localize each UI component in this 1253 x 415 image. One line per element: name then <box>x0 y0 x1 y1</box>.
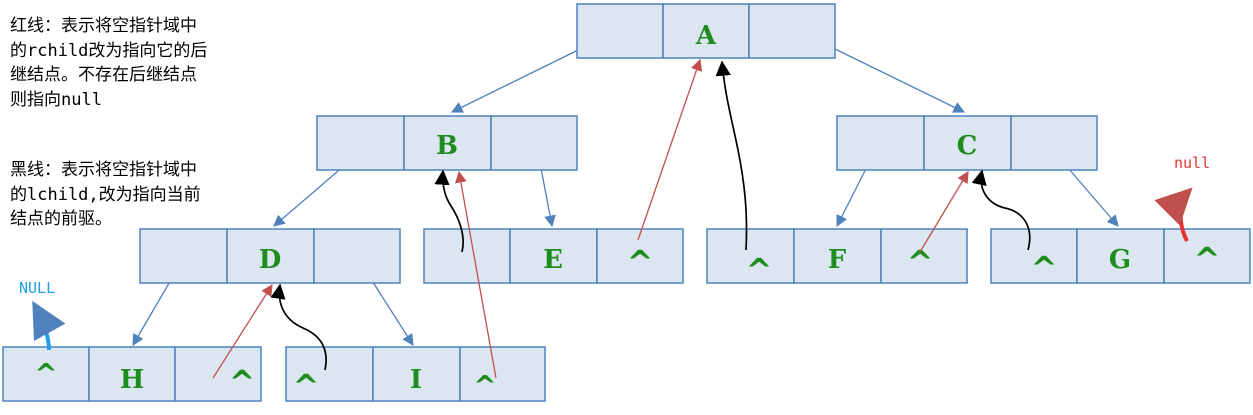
node-c: C <box>836 115 1098 171</box>
node-b-label: B <box>436 131 458 161</box>
node-e-right-null-mark: ^ <box>627 243 654 281</box>
node-f-left-null-mark: ^ <box>746 251 773 289</box>
legend-red-line-1: 红线：表示将空指针域中 <box>10 16 197 36</box>
legend-successor-thread: 红线：表示将空指针域中 的rchild改为指向它的后 继结点。不存在后继结点 则… <box>10 14 280 112</box>
node-d-right-cell <box>313 228 401 284</box>
node-f-label: F <box>828 245 847 275</box>
node-a-right-cell <box>748 3 836 59</box>
node-g-left-null-mark: ^ <box>1031 249 1058 287</box>
node-i-data-cell <box>372 346 461 402</box>
node-h-right-null-mark: ^ <box>229 363 256 401</box>
node-g: G ^ ^ <box>990 228 1251 287</box>
node-f-right-null-mark: ^ <box>907 243 934 281</box>
legend-black-line-3: 结点的前驱。 <box>10 209 112 229</box>
thread-e-to-b <box>434 169 464 253</box>
node-i-left-cell <box>285 346 374 402</box>
thread-i-to-d <box>270 283 327 371</box>
node-b: B <box>316 115 578 171</box>
node-e-left-cell <box>423 228 511 284</box>
node-a: A <box>576 3 836 59</box>
node-d-data-cell <box>226 228 315 284</box>
thread-f-to-a <box>715 60 748 251</box>
node-e-right-cell <box>596 228 684 284</box>
node-d: D <box>139 228 401 284</box>
null-label-lower: null <box>1174 154 1211 172</box>
thread-h-to-null <box>32 300 66 351</box>
node-b-right-cell <box>490 115 578 171</box>
node-f-right-cell <box>880 228 968 284</box>
node-h-data-cell <box>88 346 176 402</box>
thread-e-to-a <box>637 58 703 241</box>
node-h: H ^ ^ <box>2 346 262 402</box>
node-a-label: A <box>695 21 717 51</box>
legend-red-line-3: 继结点。不存在后继结点 <box>10 65 197 85</box>
node-c-right-cell <box>1010 115 1098 171</box>
thread-f-to-c <box>919 170 969 253</box>
successor-threads <box>212 58 1193 379</box>
node-g-right-cell <box>1163 228 1251 284</box>
node-i-left-null-mark: ^ <box>293 367 320 405</box>
node-g-label: G <box>1109 245 1131 275</box>
legend-black-line-1: 黑线：表示将空指针域中 <box>10 160 197 180</box>
legend-black-line-2: 的lchild,改为指向当前 <box>10 184 201 205</box>
node-i: I ^ ^ <box>285 346 546 405</box>
node-f-left-cell <box>706 228 795 284</box>
node-h-right-cell <box>174 346 262 402</box>
node-g-data-cell <box>1076 228 1165 284</box>
thread-g-to-null <box>1154 187 1193 242</box>
legend-red-line-4: 则指向null <box>10 89 102 110</box>
thread-g-to-c <box>971 169 1031 251</box>
node-i-right-null-mark: ^ <box>473 369 496 402</box>
node-d-label: D <box>259 245 282 275</box>
node-a-left-cell <box>576 3 664 59</box>
predecessor-threads <box>32 60 1031 371</box>
node-d-left-cell <box>139 228 228 284</box>
node-c-label: C <box>957 131 978 161</box>
tree-nodes: A B C D E ^ <box>2 3 1251 405</box>
node-c-left-cell <box>836 115 925 171</box>
null-label-upper: NULL <box>19 279 56 297</box>
node-c-data-cell <box>923 115 1012 171</box>
node-e-label: E <box>543 245 563 275</box>
node-g-right-null-mark: ^ <box>1194 240 1221 278</box>
node-f: F ^ ^ <box>706 228 968 289</box>
node-b-left-cell <box>316 115 405 171</box>
legend-predecessor-thread: 黑线：表示将空指针域中 的lchild,改为指向当前 结点的前驱。 <box>10 158 280 232</box>
node-f-data-cell <box>793 228 882 284</box>
thread-h-to-d <box>212 284 273 379</box>
node-i-label: I <box>410 365 422 395</box>
node-a-data-cell <box>662 3 750 59</box>
node-h-label: H <box>120 365 145 395</box>
node-h-left-null-mark: ^ <box>34 357 57 390</box>
node-i-right-cell <box>459 346 546 402</box>
thread-i-to-b <box>455 170 497 379</box>
node-e: E ^ <box>423 228 684 284</box>
child-links <box>132 26 1119 347</box>
legend-red-line-2: 的rchild改为指向它的后 <box>10 40 208 61</box>
